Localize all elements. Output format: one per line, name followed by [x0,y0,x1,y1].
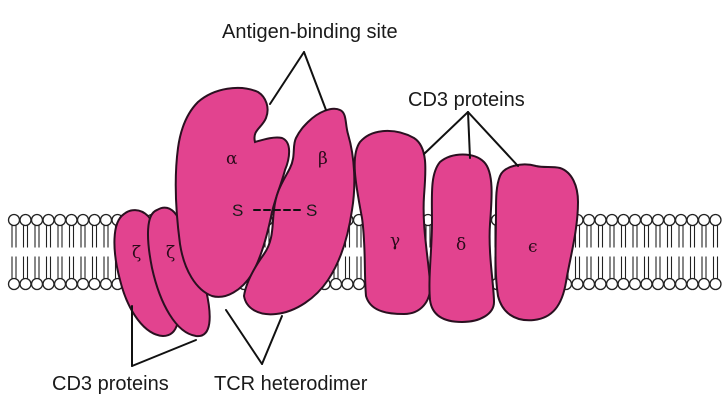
lipid-head-inner [329,277,343,291]
tcr-leader-beta [261,315,283,365]
lipid-head-outer [582,213,596,227]
lipid-head-inner [352,277,366,291]
lipid-head-inner [697,277,711,291]
lipid-head-inner [605,277,619,291]
tcr-heterodimer-label: TCR heterodimer [214,373,368,395]
lipid-head-outer [651,213,665,227]
tcr-beta-chain [242,107,356,316]
lipid-head-inner [341,277,354,291]
lipid-head-outer [19,213,32,227]
lipid-head-outer [594,213,607,227]
antigen-leader-beta [303,51,327,111]
cd3-gamma-chain [353,130,432,316]
lipid-head-outer [686,213,699,227]
lipid-head-inner [99,277,113,291]
cd3-top-leader-delta [467,111,471,159]
lipid-head-inner [674,277,688,291]
cd3-proteins-bottom-label: CD3 proteins [52,373,169,395]
lipid-head-outer [709,213,722,227]
lipid-head-inner [88,277,101,291]
lipid-head-outer [617,213,630,227]
lipid-head-outer [42,213,55,227]
cd3-top-leader-epsilon [467,111,519,167]
cd3-bottom-leader-right [131,339,197,367]
alpha-label: α [226,149,238,169]
lipid-head-outer [76,213,90,227]
lipid-head-inner [30,277,44,291]
lipid-head-outer [99,213,113,227]
lipid-head-outer [53,213,67,227]
lipid-head-inner [42,277,55,291]
lipid-head-inner [686,277,699,291]
lipid-head-outer [628,213,642,227]
lipid-head-inner [594,277,607,291]
lipid-head-outer [674,213,688,227]
lipid-head-outer [697,213,711,227]
lipid-head-inner [19,277,32,291]
lipid-head-inner [7,277,21,291]
lipid-head-inner [76,277,90,291]
lipid-head-inner [651,277,665,291]
cd3-delta-chain [428,153,496,324]
lipid-head-inner [709,277,722,291]
lipid-head-outer [640,213,653,227]
lipid-head-outer [88,213,101,227]
lipid-head-inner [571,277,584,291]
lipid-head-inner [53,277,67,291]
disulfide-s-left: S [232,201,243,220]
lipid-head-inner [663,277,676,291]
lipid-head-inner [617,277,630,291]
disulfide-s-right: S [306,201,317,220]
lipid-head-outer [65,213,78,227]
zeta-label-right: ζ [166,243,175,263]
tcr-leader-alpha [225,309,263,365]
cd3-epsilon-chain [494,163,580,322]
beta-label: β [318,149,328,169]
zeta-label-left: ζ [132,243,141,263]
cd3-top-leader-gamma [423,111,469,155]
lipid-head-outer [663,213,676,227]
zeta-chain-right [146,206,211,338]
lipid-head-outer [605,213,619,227]
lipid-head-inner [640,277,653,291]
lipid-head-inner [65,277,78,291]
delta-label: δ [456,235,466,255]
lipid-head-inner [628,277,642,291]
gamma-label: γ [390,231,400,251]
epsilon-label: ϵ [528,237,538,257]
antigen-binding-site-label: Antigen-binding site [222,21,398,43]
antigen-leader-alpha [269,51,305,105]
lipid-head-inner [582,277,596,291]
lipid-head-outer [7,213,21,227]
lipid-head-outer [30,213,44,227]
cd3-proteins-top-label: CD3 proteins [408,89,525,111]
